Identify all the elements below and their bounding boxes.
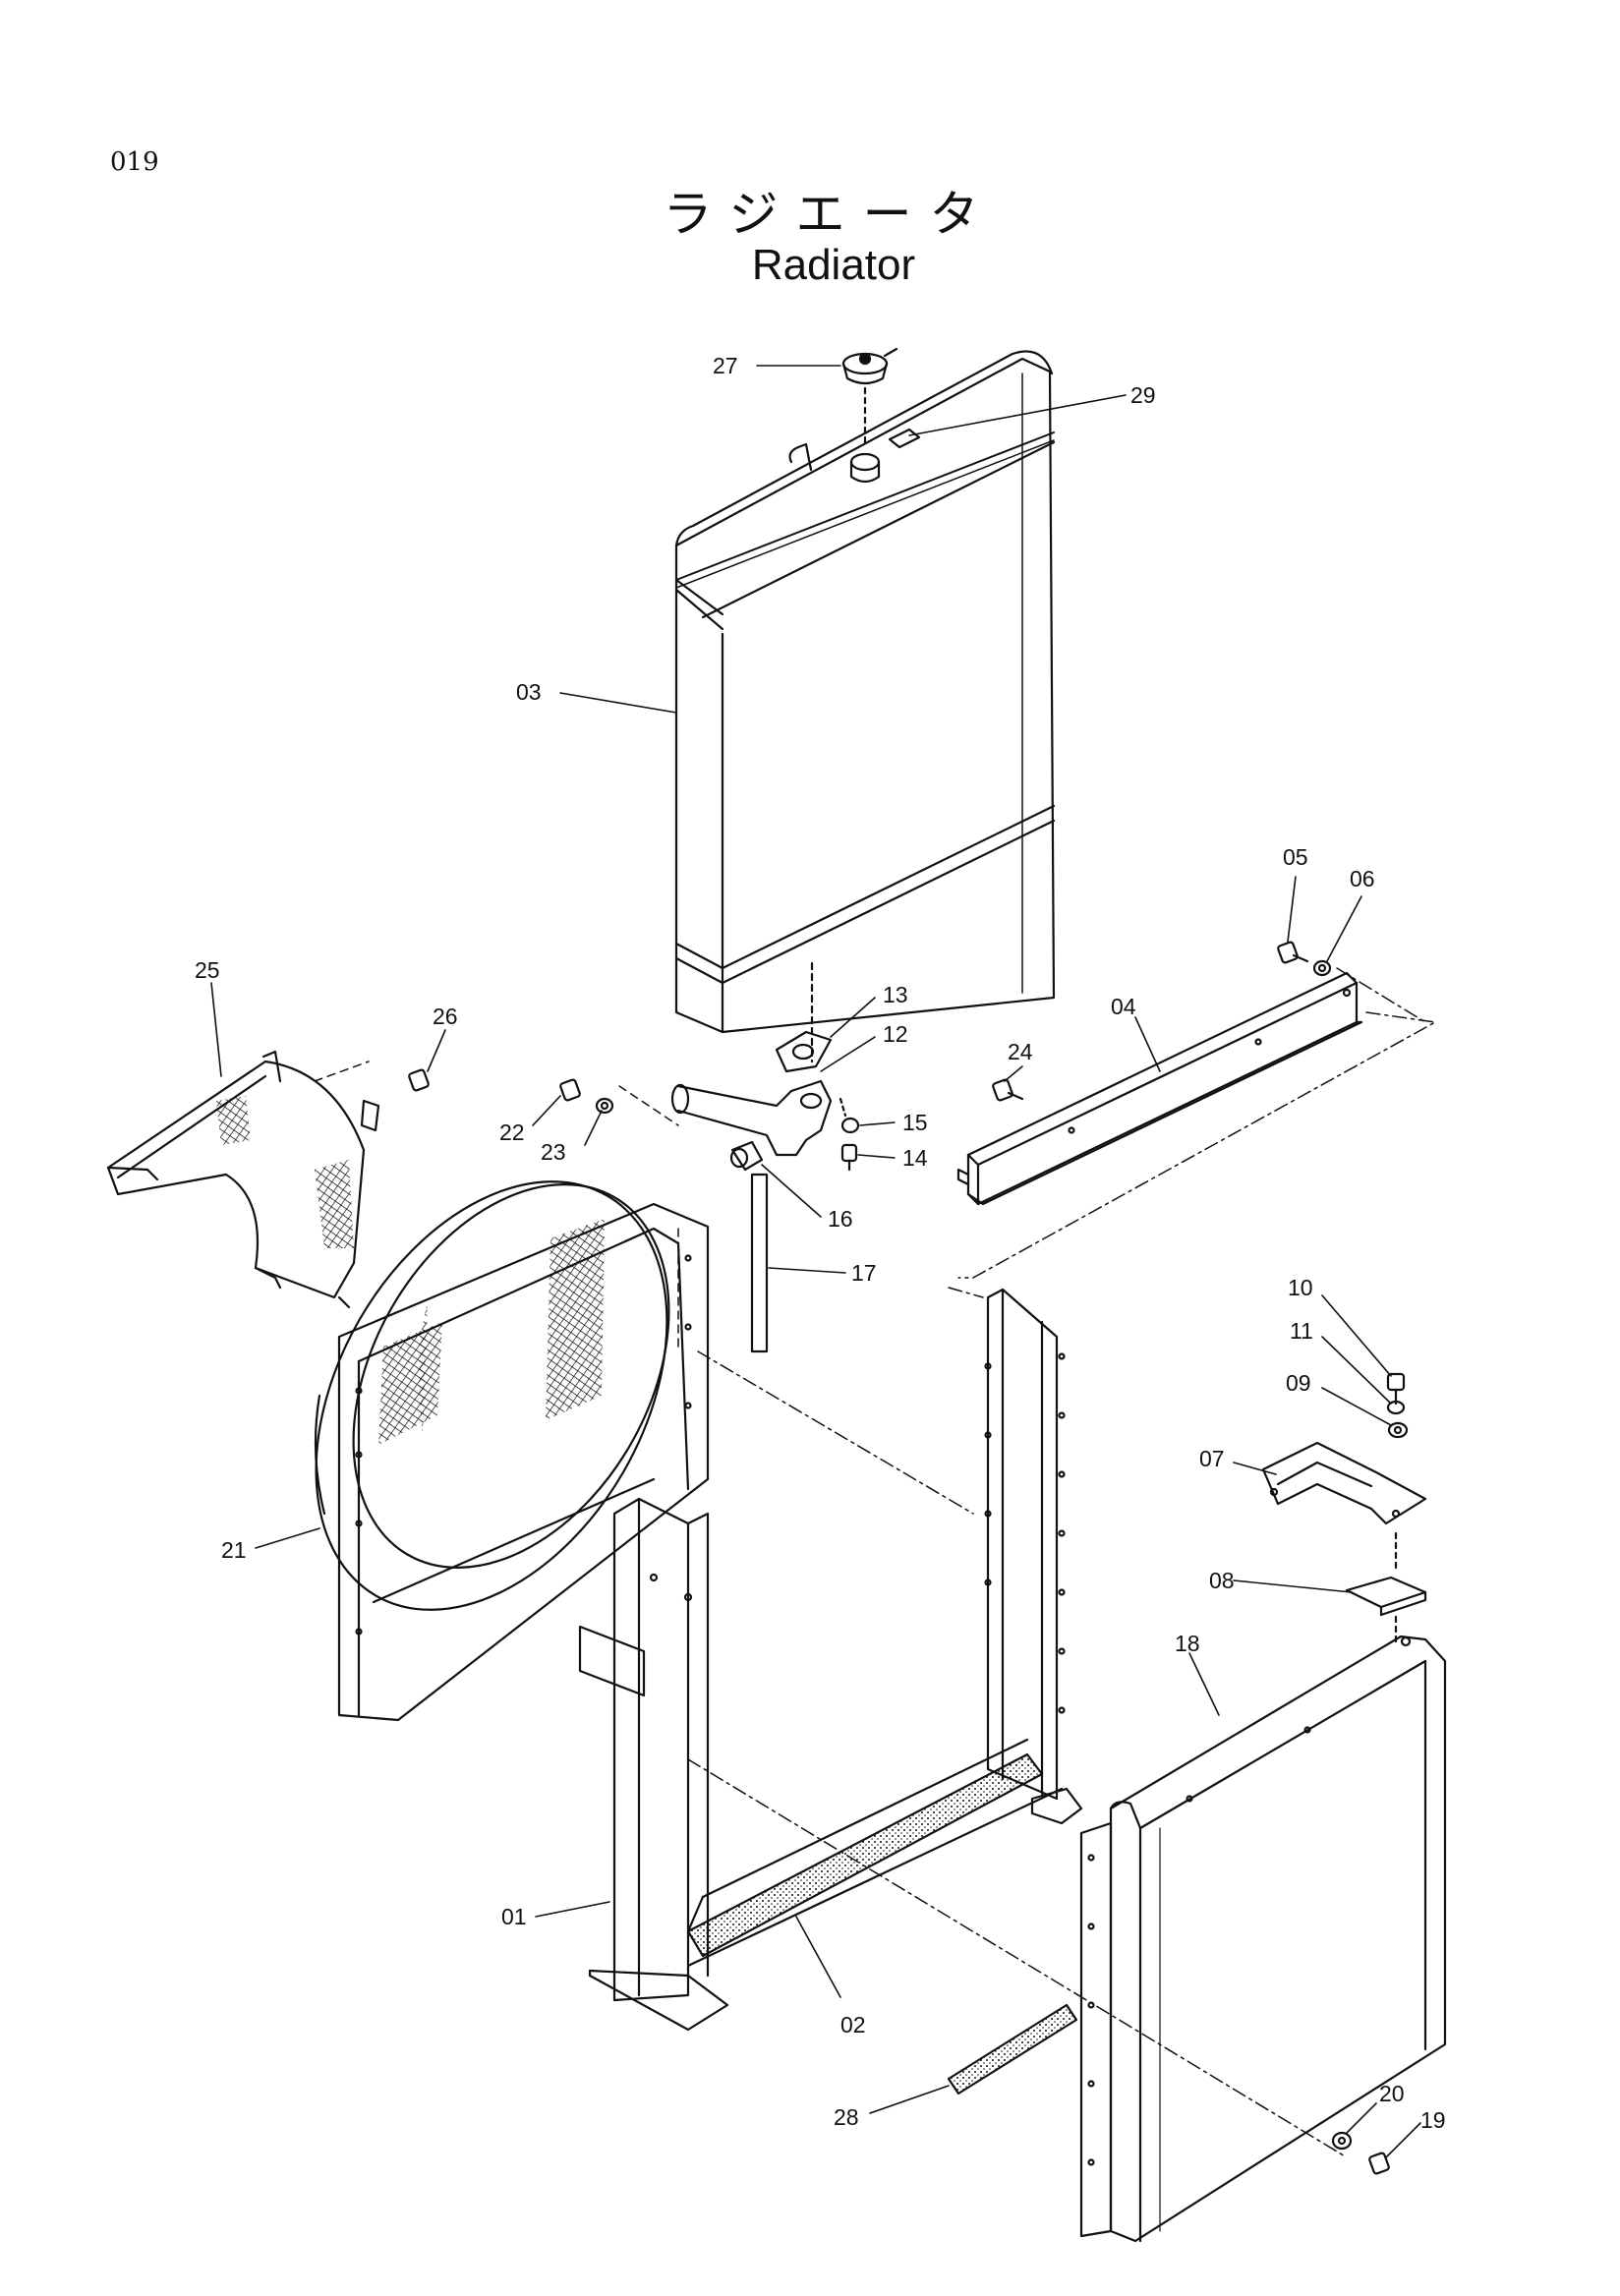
elbow-16: [729, 1140, 764, 1172]
bolt-10: [1386, 1372, 1406, 1406]
gasket-13: [775, 1030, 833, 1073]
callout-27: 27: [713, 353, 738, 378]
hose-17: [750, 1173, 769, 1353]
callout-16: 16: [828, 1206, 853, 1232]
washer-11: [1386, 1400, 1406, 1415]
upper-bracket: [956, 971, 1363, 1206]
callout-23: 23: [541, 1139, 566, 1165]
bolt-24: [992, 1078, 1024, 1102]
callout-08: 08: [1209, 1568, 1235, 1593]
radiator-cap: [841, 347, 898, 449]
fan-shroud: [314, 1085, 710, 1722]
bolt-05: [1277, 941, 1309, 964]
callout-07: 07: [1199, 1446, 1225, 1471]
oil-cooler: [1079, 1635, 1447, 2243]
radiator-core: [674, 350, 1056, 1063]
outlet-pipe-12: [670, 1079, 833, 1157]
callout-17: 17: [851, 1260, 877, 1286]
bolt-14: [840, 1143, 858, 1172]
callout-11: 11: [1290, 1318, 1313, 1344]
page-number: 019: [110, 147, 159, 177]
callout-20: 20: [1379, 2081, 1405, 2106]
callout-06: 06: [1350, 866, 1375, 891]
callout-03: 03: [516, 679, 542, 705]
callout-22: 22: [499, 1119, 525, 1145]
callout-02: 02: [840, 2012, 866, 2038]
callout-26: 26: [433, 1004, 458, 1029]
callout-10: 10: [1288, 1275, 1313, 1300]
callout-24: 24: [1008, 1039, 1033, 1064]
callout-05: 05: [1283, 844, 1308, 870]
callout-28: 28: [834, 2104, 859, 2130]
callout-14: 14: [902, 1145, 928, 1171]
callout-12: 12: [883, 1021, 908, 1047]
frame: [578, 1288, 1083, 2032]
washer-09: [1387, 1421, 1409, 1439]
plate-08: [1345, 1531, 1427, 1643]
callout-15: 15: [902, 1110, 928, 1135]
washer-23: [595, 1097, 614, 1115]
bolt-19: [1368, 2152, 1390, 2175]
seal-28: [947, 2003, 1078, 2095]
bolt-26: [408, 1068, 430, 1092]
fan-guard: [106, 1050, 380, 1309]
washer-06: [1312, 959, 1332, 977]
callout-labels: 27 29 03 05 06 04 25 26 13 12 24 22 23 1…: [195, 353, 1446, 2133]
bracket-07: [1261, 1441, 1427, 1525]
callout-13: 13: [883, 982, 908, 1007]
callout-04: 04: [1111, 994, 1136, 1019]
nut-15: [839, 1097, 860, 1134]
title-english: Radiator: [751, 241, 916, 289]
callout-21: 21: [221, 1537, 247, 1563]
callout-29: 29: [1130, 382, 1156, 408]
callout-25: 25: [195, 957, 220, 983]
title-japanese: ラジエータ: [663, 186, 997, 243]
bolt-22: [559, 1078, 581, 1102]
washer-20: [1331, 2131, 1353, 2151]
callout-18: 18: [1175, 1631, 1200, 1656]
callout-09: 09: [1286, 1370, 1311, 1396]
callout-01: 01: [501, 1904, 527, 1929]
callout-19: 19: [1420, 2107, 1446, 2133]
leader-lines: [210, 365, 1421, 2158]
